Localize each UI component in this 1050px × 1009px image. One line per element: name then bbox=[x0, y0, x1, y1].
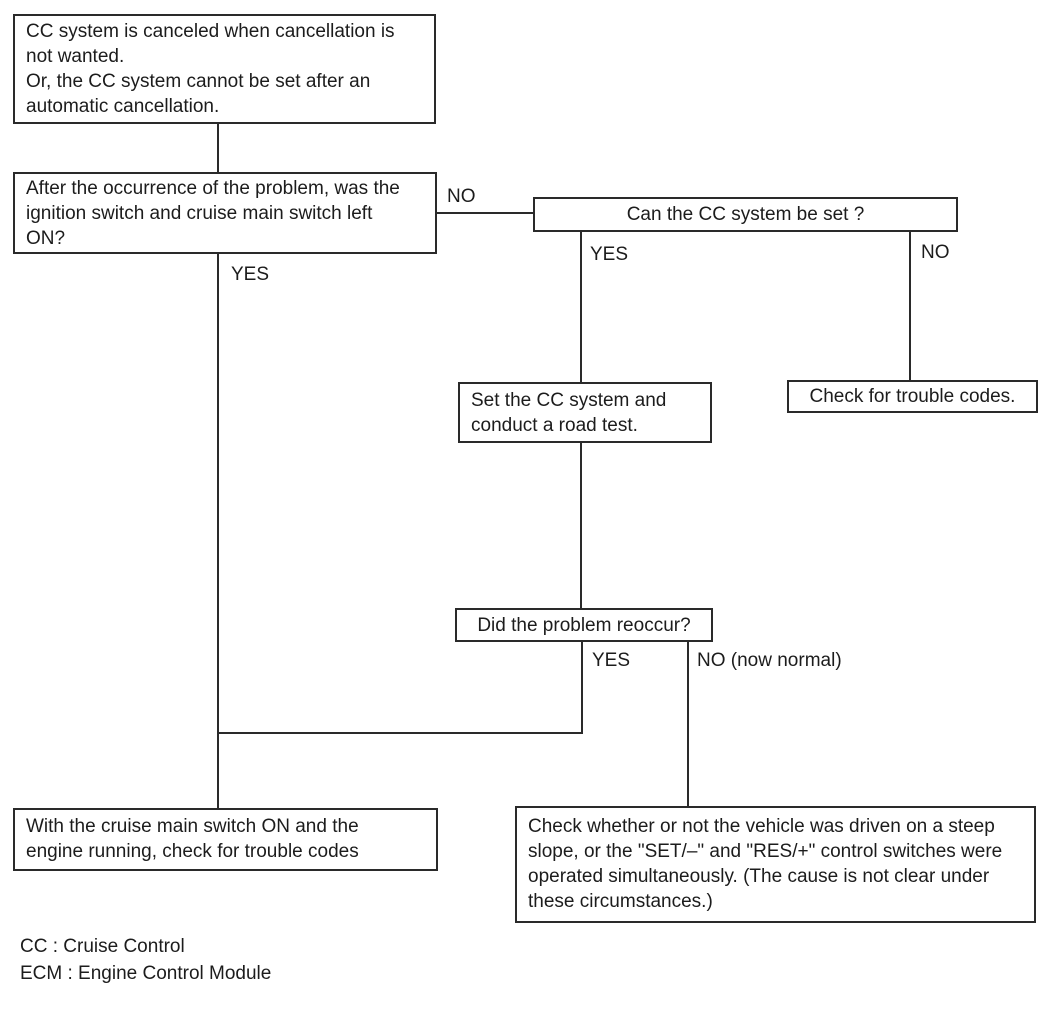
node-ignition-switch-question: After the occurrence of the problem, was… bbox=[13, 172, 437, 254]
connector-yes-merge-horizontal bbox=[217, 732, 583, 734]
branch-label-canset-no: NO bbox=[921, 242, 950, 263]
connector-roadtest-to-reoccur bbox=[580, 443, 582, 608]
connector-reoccur-no-down bbox=[687, 642, 689, 806]
branch-label-reoccur-yes: YES bbox=[592, 650, 631, 671]
node-main-switch-check-codes: With the cruise main switch ON and the e… bbox=[13, 808, 438, 871]
node-steep-slope-check: Check whether or not the vehicle was dri… bbox=[515, 806, 1036, 923]
connector-switch-no-horizontal bbox=[437, 212, 533, 214]
connector-canset-no-down bbox=[909, 232, 911, 380]
connector-canset-yes-down bbox=[580, 232, 582, 382]
legend-cc-definition: CC : Cruise Control bbox=[20, 936, 185, 957]
node-can-cc-be-set-question: Can the CC system be set ? bbox=[533, 197, 958, 232]
node-check-trouble-codes: Check for trouble codes. bbox=[787, 380, 1038, 413]
connector-reoccur-yes-down bbox=[581, 642, 583, 734]
branch-label-reoccur-no: NO (now normal) bbox=[697, 650, 842, 671]
node-problem-reoccur-question: Did the problem reoccur? bbox=[455, 608, 713, 642]
connector-switch-yes-spine bbox=[217, 254, 219, 808]
branch-label-switch-yes: YES bbox=[231, 264, 270, 285]
node-road-test: Set the CC system and conduct a road tes… bbox=[458, 382, 712, 443]
legend-ecm-definition: ECM : Engine Control Module bbox=[20, 963, 272, 984]
branch-label-switch-no: NO bbox=[447, 186, 476, 207]
branch-label-canset-yes: YES bbox=[590, 244, 629, 265]
node-problem-statement: CC system is canceled when cancellation … bbox=[13, 14, 436, 124]
connector-problem-to-switch bbox=[217, 124, 219, 172]
